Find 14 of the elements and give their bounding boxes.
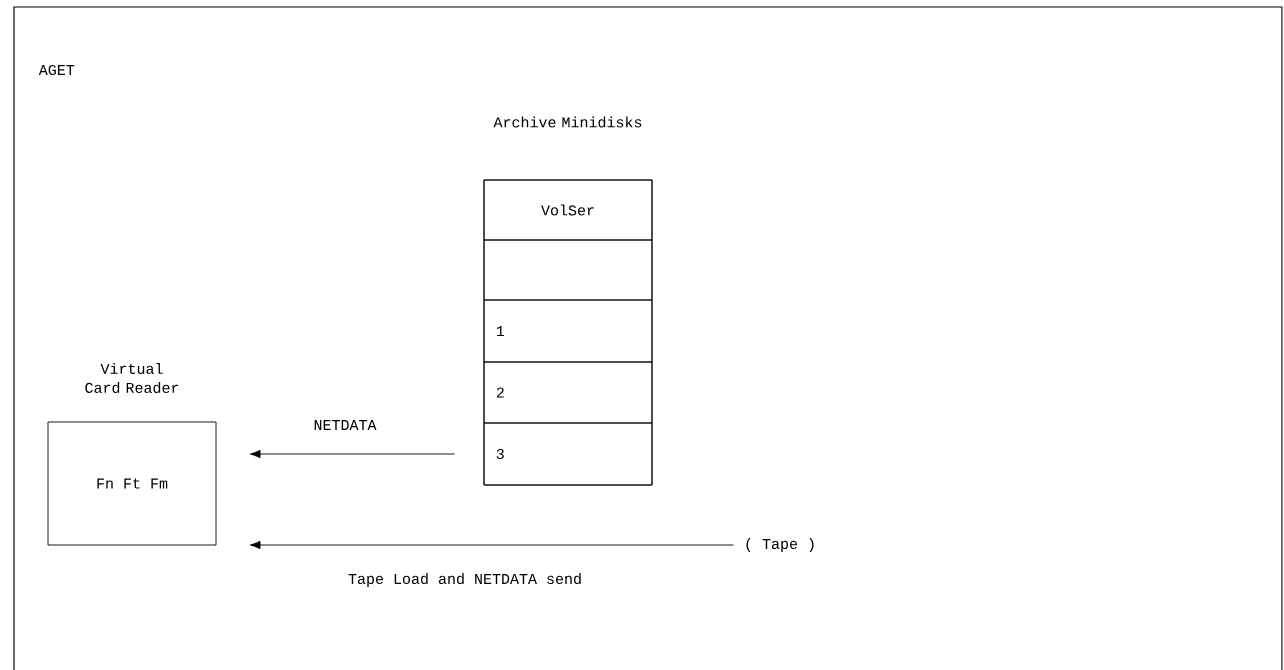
minidisk-cell: VolSer	[483, 179, 653, 241]
node-label: Virtual Card Reader	[85, 362, 179, 394]
edge-label: Tape Load and NETDATA send	[347, 572, 584, 588]
card-reader-box: Virtual Card Reader Fn Ft Fm	[47, 363, 217, 546]
arrow	[249, 449, 455, 459]
edge-label: NETDATA	[312, 419, 378, 431]
minidisk-cell: 3	[483, 422, 653, 486]
node-label: Archive Minidisks	[493, 116, 642, 128]
minidisk-cell: 1	[483, 299, 653, 363]
diagram-title: AGET	[38, 64, 75, 76]
minidisk-cell: 2	[483, 361, 653, 424]
minidisk-cell	[483, 239, 653, 301]
arrow	[249, 540, 734, 550]
tape-label: ( Tape )	[746, 538, 814, 552]
